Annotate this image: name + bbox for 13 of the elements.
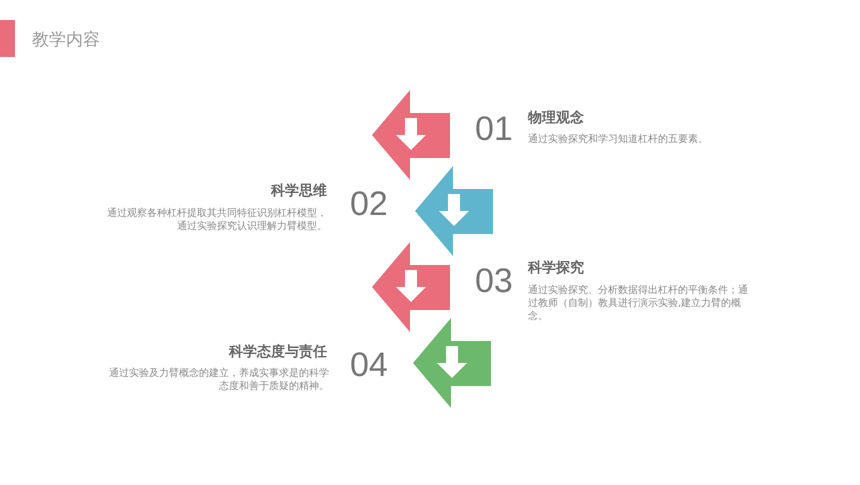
page-title: 教学内容 bbox=[32, 29, 100, 52]
section-heading: 科学探究 bbox=[528, 259, 585, 278]
section-description: 通过实验探究和学习知道杠杆的五要素。 bbox=[528, 133, 709, 146]
section-description: 通过实验探究、分析数据得出杠杆的平衡条件；通过教师（自制）教具进行演示实验,建立力臂的概念。 bbox=[528, 284, 749, 323]
step-number: 04 bbox=[350, 348, 389, 382]
section-description: 通过实验及力臂概念的建立，养成实事求是的科学态度和善于质疑的精神。 bbox=[108, 367, 329, 393]
step-number: 03 bbox=[475, 264, 514, 298]
section-description: 通过观察各种杠杆提取其共同特征识别杠杆模型，通过实验探究认识理解力臂模型。 bbox=[106, 207, 327, 233]
section-heading: 物理观念 bbox=[528, 109, 585, 128]
step-number: 01 bbox=[475, 112, 514, 146]
section-heading: 科学思维 bbox=[270, 182, 327, 200]
step-number: 02 bbox=[350, 187, 389, 221]
section-heading: 科学态度与责任 bbox=[228, 343, 327, 362]
